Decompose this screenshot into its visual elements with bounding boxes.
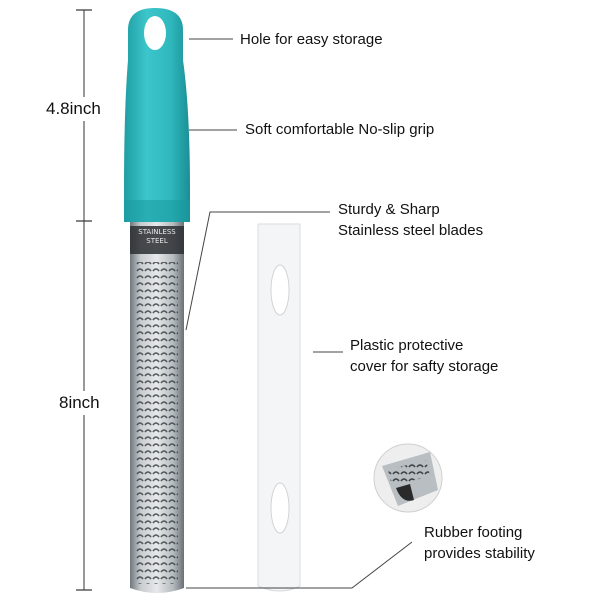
- callout-footing-line2: provides stability: [424, 545, 535, 562]
- hanging-hole: [144, 16, 166, 50]
- callout-leaders: [185, 38, 413, 589]
- callout-cover: Plastic protective cover for safty stora…: [350, 335, 498, 377]
- callout-blades-line1: Sturdy & Sharp: [338, 201, 440, 218]
- blade-stamp: STAINLESS STEEL: [130, 228, 184, 246]
- footing-detail: [373, 443, 443, 513]
- blade-stamp-line2: STEEL: [146, 237, 168, 245]
- blade-length-label: 8inch: [59, 391, 100, 415]
- callout-blades: Sturdy & Sharp Stainless steel blades: [338, 199, 483, 241]
- protective-cover: [257, 223, 301, 592]
- callout-blades-line2: Stainless steel blades: [338, 222, 484, 239]
- callout-cover-line1: Plastic protective: [350, 337, 464, 354]
- handle: [124, 8, 190, 222]
- callout-cover-line2: cover for safty storage: [350, 358, 499, 375]
- blade-stamp-line1: STAINLESS: [138, 228, 176, 236]
- callout-grip: Soft comfortable No-slip grip: [245, 121, 435, 138]
- blade: [130, 222, 184, 593]
- callout-hole: Hole for easy storage: [240, 31, 383, 48]
- callout-footing: Rubber footing provides stability: [424, 522, 535, 564]
- handle-length-label: 4.8inch: [46, 97, 101, 121]
- callout-footing-line1: Rubber footing: [424, 524, 523, 541]
